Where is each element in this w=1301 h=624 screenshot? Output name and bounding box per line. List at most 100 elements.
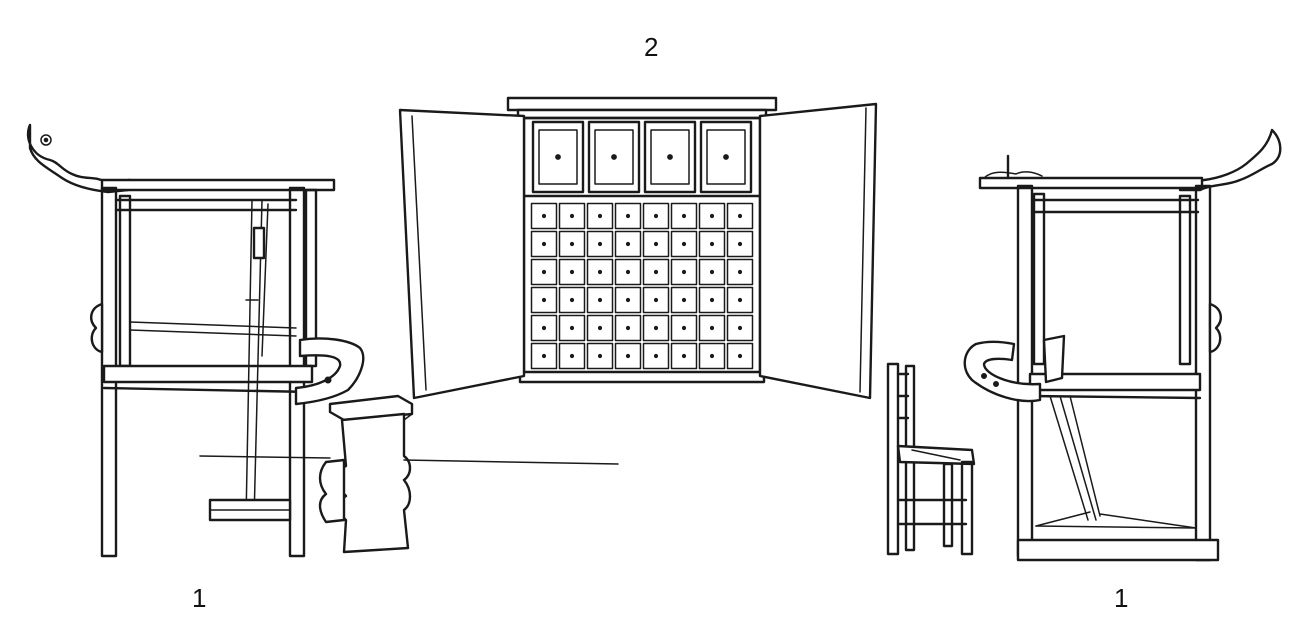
cabinet-upper-door [643,120,697,194]
cabinet-drawer [726,258,754,286]
right-loom-post-left-back [1032,192,1046,366]
cabinet-drawer [698,202,726,230]
cabinet-drawer-knob [569,269,575,275]
left-loom-post-back-left [118,194,132,368]
cabinet-drawer-knob [597,213,603,219]
cabinet-drawer-knob [541,325,547,331]
cabinet-drawer-knob [709,213,715,219]
chair-leg-front [960,460,974,556]
cabinet-drawer-knob [653,269,659,275]
left-loom-breast-beam [102,364,314,384]
left-loom-crest-hole [40,134,52,146]
bench-leg-back [318,458,346,524]
cabinet-drawer [642,286,670,314]
cabinet-drawer-knob [709,241,715,247]
chair [886,362,976,556]
figure-label-right-loom: 1 [1114,583,1129,613]
cabinet-drawer-knob [569,297,575,303]
cabinet-drawer [558,342,586,370]
cabinet-drawer-knob [597,325,603,331]
cabinet-drawer [670,230,698,258]
cabinet-drawer-knob [569,241,575,247]
cabinet-drawer [530,258,558,286]
cabinet-drawer [586,342,614,370]
right-loom-curved-arm [963,340,1042,403]
cabinet-drawer [670,342,698,370]
cabinet-upper-door-panel [538,129,578,185]
cabinet-drawer [558,314,586,342]
cabinet-door-knob [611,154,617,160]
right-loom-base [1016,538,1220,562]
cabinet-drawer-knob [709,269,715,275]
cabinet-drawer [698,286,726,314]
cabinet-drawer-knob [653,213,659,219]
cabinet-drawer-knob [737,353,743,359]
cabinet-drawer [586,258,614,286]
cabinet [398,96,878,400]
cabinet-upper-door [531,120,585,194]
cabinet-drawer-knob [681,213,687,219]
cabinet-drawer [586,314,614,342]
cabinet-drawer-knob [653,325,659,331]
cabinet-upper-door-panel [594,129,634,185]
cabinet-drawers [530,202,754,370]
cabinet-drawer-knob [625,213,631,219]
cabinet-drawer [558,202,586,230]
cabinet-drawer [614,342,642,370]
cabinet-drawer-knob [569,213,575,219]
cabinet-drawer-knob [569,325,575,331]
right-loom-top-beam [978,176,1204,190]
cabinet-drawer-knob [737,241,743,247]
cabinet-drawer [530,230,558,258]
cabinet-drawer [642,342,670,370]
cabinet-drawer-knob [709,353,715,359]
left-loom [26,123,365,558]
cabinet-drawer [726,342,754,370]
center-floor-line [403,459,619,465]
cabinet-drawer-knob [541,297,547,303]
cabinet-drawer-knob [681,269,687,275]
cabinet-drawer [670,202,698,230]
cabinet-drawer [726,314,754,342]
cabinet-drawer [614,202,642,230]
cabinet-door-knob [555,154,561,160]
right-loom-post-left [1016,184,1034,558]
cabinet-drawer-knob [737,269,743,275]
cabinet-drawer [558,258,586,286]
cabinet-drawer [614,314,642,342]
cabinet-drawer-knob [737,325,743,331]
cabinet-drawer [726,230,754,258]
bench-leg-front [337,412,412,554]
cabinet-drawer-knob [625,297,631,303]
cabinet-drawer-knob [541,213,547,219]
cabinet-drawer-knob [625,325,631,331]
cabinet-drawer [614,286,642,314]
cabinet-door-right [758,102,878,400]
cabinet-drawer [586,286,614,314]
bench [318,394,414,554]
cabinet-drawer-knob [597,297,603,303]
cabinet-drawer-knob [681,325,687,331]
right-loom-post-right-back [1178,194,1192,366]
cabinet-drawer-knob [625,269,631,275]
cabinet-drawer [642,314,670,342]
cabinet-upper-door [587,120,641,194]
chair-back-post [886,362,900,556]
cabinet-drawer [670,314,698,342]
cabinet-upper-door-panel [650,129,690,185]
cabinet-drawer [586,202,614,230]
cabinet-drawer [530,342,558,370]
cabinet-drawer-knob [625,241,631,247]
cabinet-base [518,370,766,384]
cabinet-drawer-knob [737,213,743,219]
cabinet-drawer [558,230,586,258]
cabinet-drawer [698,258,726,286]
cabinet-drawer-knob [653,297,659,303]
cabinet-drawer [726,286,754,314]
cabinet-drawer-knob [569,353,575,359]
cabinet-drawer [670,286,698,314]
left-floor-line [199,455,331,459]
cabinet-drawer-knob [541,269,547,275]
right-loom [963,128,1282,562]
cabinet-drawer [726,202,754,230]
